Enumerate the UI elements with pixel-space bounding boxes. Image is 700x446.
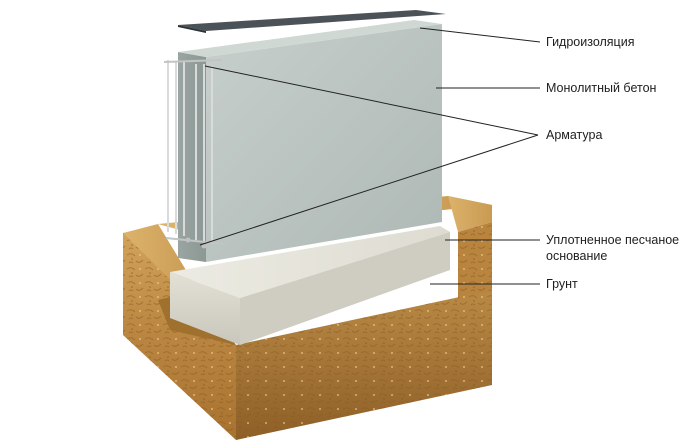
concrete-wall: [178, 20, 442, 262]
sand-top: [170, 226, 450, 298]
leader-lines: [199, 27, 541, 285]
label-sand-line1: Уплотненное песчаное: [546, 233, 680, 247]
label-concrete: Монолитный бетон: [546, 81, 657, 95]
soil-top-right: [448, 196, 492, 232]
label-rebar: Арматура: [546, 128, 603, 142]
concrete-side-face: [178, 52, 206, 262]
label-soil: Грунт: [546, 277, 578, 291]
label-sand-base: Уплотненное песчаное основание: [546, 232, 679, 264]
concrete-front-face: [206, 24, 442, 262]
label-waterproofing: Гидроизоляция: [546, 35, 635, 49]
sand-side: [240, 232, 450, 345]
leader-waterproofing: [419, 27, 541, 43]
leader-rebar-bottom: [199, 134, 539, 246]
label-sand-line2: основание: [546, 249, 608, 263]
rebar-cage: [163, 59, 225, 249]
leader-rebar-top: [204, 65, 539, 136]
waterproofing-sheet: [178, 10, 446, 31]
sand-base: [170, 226, 450, 345]
concrete-top-face: [178, 20, 442, 57]
sand-front: [170, 272, 240, 345]
